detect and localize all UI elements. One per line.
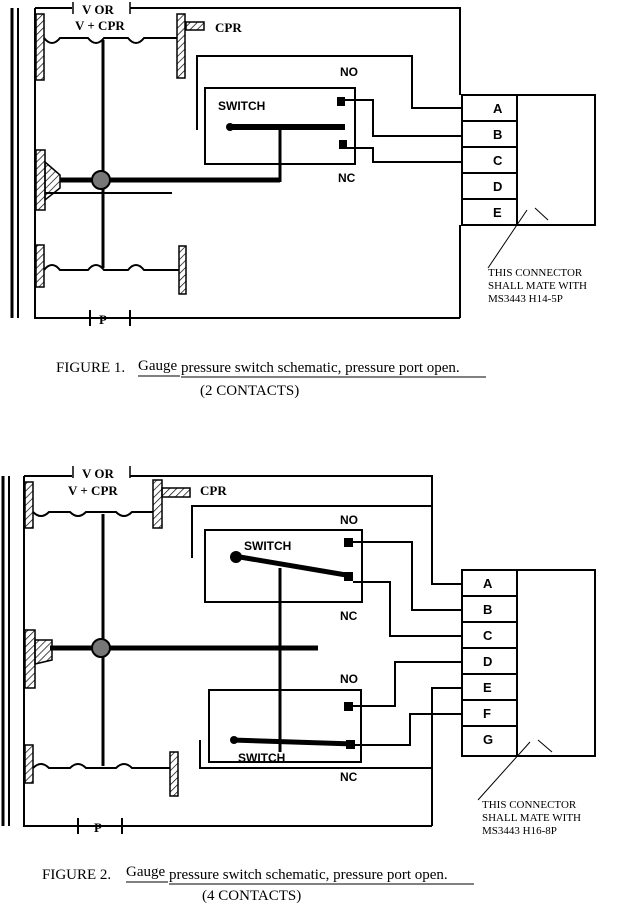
figure-1-schematic: A B C D E V OR V + CPR CPR NO NC SWITCH … bbox=[10, 2, 596, 327]
pin-label: C bbox=[493, 153, 503, 168]
cpr-label: CPR bbox=[215, 20, 242, 35]
switch-box bbox=[204, 87, 356, 165]
wire-c bbox=[347, 147, 462, 163]
hatched-block bbox=[24, 629, 36, 689]
lower-switch-blade bbox=[231, 737, 355, 747]
no-label: NO bbox=[340, 672, 358, 686]
no-contact bbox=[337, 97, 345, 106]
nc-label: NC bbox=[340, 609, 358, 623]
caption-gauge: Gauge bbox=[126, 864, 165, 880]
pin-label: B bbox=[483, 602, 492, 617]
pin-label: D bbox=[483, 654, 492, 669]
upper-switch-box bbox=[204, 529, 363, 603]
lower-diaphragm bbox=[43, 264, 179, 271]
figure-2-caption: FIGURE 2. Gauge pressure switch schemati… bbox=[42, 864, 474, 904]
connector-note-line: THIS CONNECTOR bbox=[488, 267, 583, 279]
caption-gauge: Gauge bbox=[138, 358, 177, 374]
upper-diaphragm bbox=[32, 511, 153, 517]
wire-d bbox=[353, 661, 462, 707]
wire-a bbox=[196, 55, 462, 130]
connector-note-line: THIS CONNECTOR bbox=[482, 799, 577, 811]
connector-5pin bbox=[461, 94, 596, 226]
pin-label: E bbox=[483, 680, 492, 695]
hatched-block bbox=[35, 244, 45, 288]
hatched-block bbox=[35, 13, 45, 81]
hatched-block bbox=[178, 245, 187, 295]
pin-label: A bbox=[493, 101, 503, 116]
pin-label: D bbox=[493, 179, 502, 194]
connector-note-line: MS3443 H16-8P bbox=[482, 825, 557, 837]
pin-label: C bbox=[483, 628, 493, 643]
switch-label: SWITCH bbox=[244, 539, 291, 553]
wire-c bbox=[353, 581, 462, 637]
wire-e bbox=[199, 687, 462, 769]
caption-subtitle: (2 CONTACTS) bbox=[200, 383, 299, 399]
upper-switch-blade bbox=[233, 553, 353, 579]
hatched-block bbox=[152, 479, 163, 529]
v-or-label: V OR bbox=[82, 466, 115, 481]
figure-2-schematic: A B C D E F G V OR V + CPR CPR NO NC SWI… bbox=[1, 466, 596, 837]
pin-label: G bbox=[483, 732, 493, 747]
nc-contact bbox=[339, 140, 347, 149]
no-label: NO bbox=[340, 65, 358, 79]
housing-outline bbox=[23, 475, 433, 827]
pin-label: B bbox=[493, 127, 502, 142]
v-cpr-label: V + CPR bbox=[68, 483, 118, 498]
wire-f bbox=[355, 713, 462, 746]
wire-b bbox=[345, 99, 462, 137]
switch-label: SWITCH bbox=[218, 99, 265, 113]
pin-label: A bbox=[483, 576, 493, 591]
lower-diaphragm bbox=[32, 763, 170, 769]
cpr-port bbox=[161, 487, 191, 498]
hatched-block bbox=[24, 481, 34, 529]
pivot-joint bbox=[91, 638, 111, 658]
switch-label: SWITCH bbox=[238, 751, 285, 765]
connector-7pin bbox=[461, 569, 596, 757]
caption-subtitle: (4 CONTACTS) bbox=[202, 888, 301, 904]
hatched-block bbox=[24, 744, 34, 784]
wire-a bbox=[191, 505, 462, 585]
caption-text: pressure switch schematic, pressure port… bbox=[169, 867, 448, 883]
no-contact bbox=[344, 702, 353, 711]
lower-switch-box bbox=[208, 689, 362, 763]
pivot-joint bbox=[91, 170, 111, 190]
nc-label: NC bbox=[338, 171, 356, 185]
wire-b bbox=[353, 541, 462, 611]
caption-prefix: FIGURE 2. bbox=[42, 867, 111, 883]
nc-contact bbox=[346, 740, 355, 749]
caption-prefix: FIGURE 1. bbox=[56, 360, 125, 376]
cpr-label: CPR bbox=[200, 483, 227, 498]
no-label: NO bbox=[340, 513, 358, 527]
p-label: P bbox=[94, 820, 102, 835]
v-cpr-label: V + CPR bbox=[75, 18, 125, 33]
v-or-label: V OR bbox=[82, 2, 115, 17]
cpr-port bbox=[185, 21, 205, 31]
connector-note-line: SHALL MATE WITH bbox=[488, 280, 587, 292]
hatched-block bbox=[176, 13, 186, 79]
pin-label: F bbox=[483, 706, 491, 721]
figure-1-caption: FIGURE 1. Gauge pressure switch schemati… bbox=[56, 358, 486, 399]
upper-diaphragm bbox=[43, 37, 177, 44]
hatched-block bbox=[35, 149, 46, 211]
connector-note-line: SHALL MATE WITH bbox=[482, 812, 581, 824]
no-contact bbox=[344, 538, 353, 547]
nc-contact bbox=[344, 572, 353, 581]
p-label: P bbox=[99, 312, 107, 327]
connector-note-line: MS3443 H14-5P bbox=[488, 293, 563, 305]
pin-label: E bbox=[493, 205, 502, 220]
nc-label: NC bbox=[340, 770, 358, 784]
caption-text: pressure switch schematic, pressure port… bbox=[181, 360, 460, 376]
hatched-block bbox=[169, 751, 179, 797]
